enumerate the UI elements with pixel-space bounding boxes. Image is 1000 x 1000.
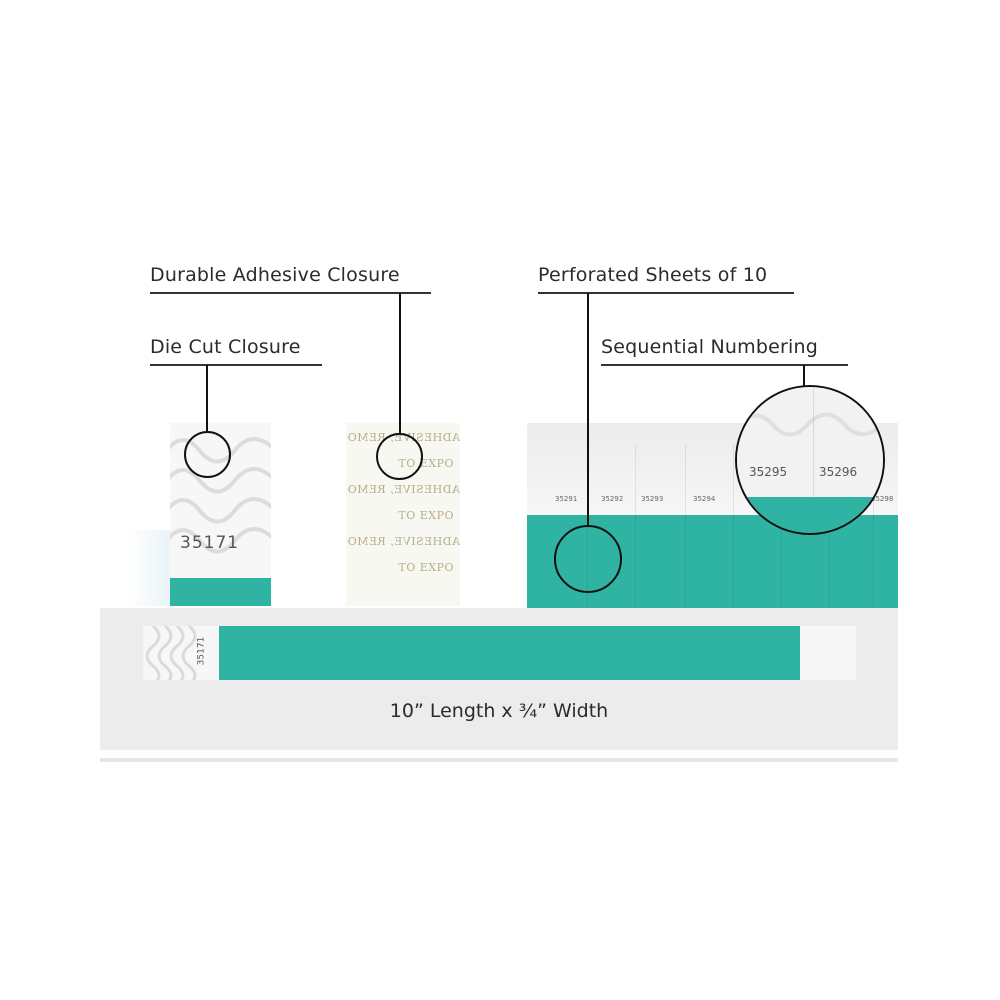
adhesive-text-row: TO EXPO — [398, 509, 454, 522]
callout-sequential: Sequential Numbering — [601, 336, 848, 366]
zoom-teal — [737, 497, 883, 533]
zoom-circle: 35295 35296 — [735, 385, 885, 535]
sheet-number: 35293 — [641, 495, 664, 503]
full-wristband: 35171 — [143, 626, 856, 680]
zoom-wave-pattern — [737, 412, 883, 437]
wristband-number: 35171 — [180, 533, 240, 553]
leader-line-perforated — [587, 293, 589, 527]
sheet-number: 35291 — [555, 495, 578, 503]
adhesive-text-row: ADHESIVE, REMO — [347, 535, 460, 548]
callout-die-cut: Die Cut Closure — [150, 336, 322, 366]
band-wave-pattern — [145, 626, 197, 680]
diecut-shadow — [128, 530, 170, 606]
callout-durable-adhesive: Durable Adhesive Closure — [150, 264, 431, 294]
perforation — [733, 445, 734, 608]
leader-line-sequential — [803, 365, 805, 387]
ring-diecut — [184, 431, 231, 478]
leader-line-diecut — [206, 365, 208, 431]
sheet-number: 35294 — [693, 495, 716, 503]
zoom-number: 35295 — [749, 465, 788, 479]
dimension-label: 10” Length x ¾” Width — [389, 700, 609, 722]
callout-perforated: Perforated Sheets of 10 — [538, 264, 794, 294]
adhesive-text-row: ADHESIVE, REMO — [347, 483, 460, 496]
zoom-number: 35296 — [819, 465, 858, 479]
band-number: 35171 — [196, 636, 207, 666]
panel-shadow-line — [100, 758, 898, 762]
perforation — [635, 445, 636, 608]
zoom-top — [737, 387, 883, 497]
leader-line-adhesive — [399, 293, 401, 433]
zoom-divider — [813, 387, 814, 533]
band-color — [219, 626, 800, 680]
ring-adhesive — [376, 433, 423, 480]
sheet-number: 35292 — [601, 495, 624, 503]
adhesive-text-row: TO EXPO — [398, 561, 454, 574]
perforation — [685, 445, 686, 608]
ring-perforated — [554, 525, 622, 593]
wristband-color-strip — [170, 578, 271, 606]
